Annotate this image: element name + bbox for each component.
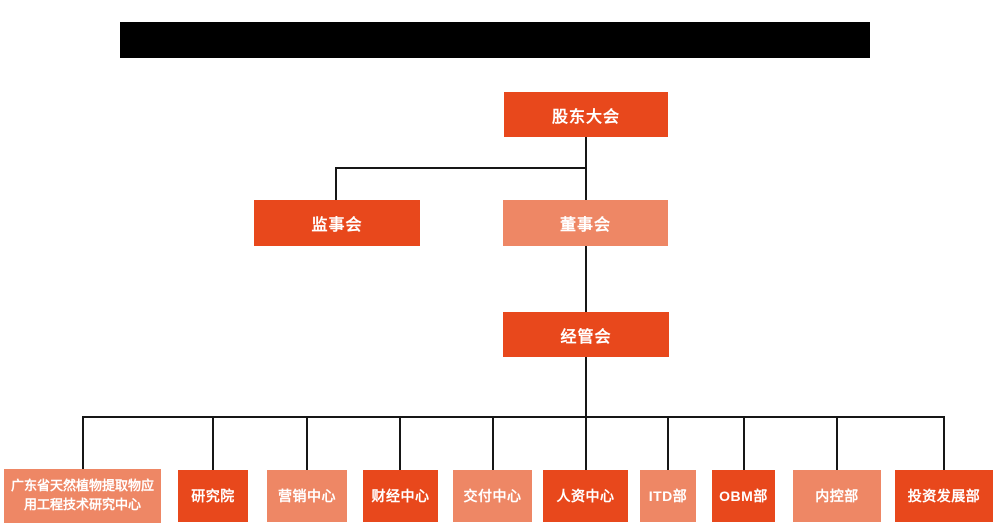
node-management-committee: 经管会 bbox=[503, 312, 669, 357]
node-dept-finance-center: 财经中心 bbox=[363, 470, 438, 522]
node-shareholders-meeting: 股东大会 bbox=[504, 92, 668, 137]
node-dept-research-institute: 研究院 bbox=[178, 470, 248, 522]
node-supervisory-board: 监事会 bbox=[254, 200, 420, 246]
node-dept-delivery-center: 交付中心 bbox=[453, 470, 532, 522]
node-board-of-directors: 董事会 bbox=[503, 200, 668, 246]
node-dept-internal-control: 内控部 bbox=[793, 470, 881, 522]
node-dept-obm: OBM部 bbox=[712, 470, 775, 522]
node-dept-hr-center: 人资中心 bbox=[543, 470, 628, 522]
redacted-title-bar bbox=[120, 22, 870, 58]
node-dept-marketing-center: 营销中心 bbox=[267, 470, 347, 522]
node-dept-itd: ITD部 bbox=[640, 470, 696, 522]
node-dept-guangdong-research-center: 广东省天然植物提取物应用工程技术研究中心 bbox=[4, 469, 161, 523]
node-dept-investment-development: 投资发展部 bbox=[895, 470, 993, 522]
